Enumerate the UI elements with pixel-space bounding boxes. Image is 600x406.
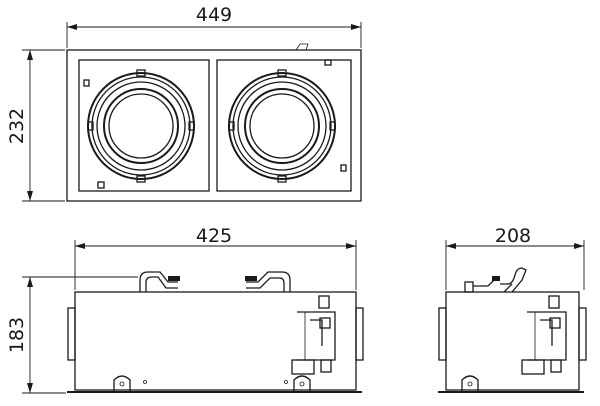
side-right-tab [578,307,587,361]
dim-label-183: 183 [6,317,28,353]
dim-label-425: 425 [196,225,232,247]
dimension-232: 232 [6,49,65,202]
front-spring-left [139,271,180,292]
side-ear [461,375,479,392]
side-spring [464,267,527,293]
front-driver-bracket [291,295,336,375]
top-view-left-cell [78,59,210,192]
front-left-tab [67,307,76,361]
top-view-clip [295,43,309,51]
dimension-425: 425 [74,225,357,290]
dimension-183: 183 [6,276,138,394]
side-view: 208 [438,225,587,393]
front-right-tab [355,307,364,361]
dimension-449: 449 [66,4,362,48]
front-view: 425 183 [6,225,364,394]
dim-label-449: 449 [196,4,232,26]
dim-label-232: 232 [6,108,28,144]
left-lamp-ring [83,69,195,189]
front-ear-left [113,375,131,392]
front-spring-right [245,271,291,292]
front-ear-right [293,375,311,392]
front-view-body [74,291,357,391]
side-left-tab [438,307,447,361]
top-view-outer-frame [66,49,362,202]
side-driver-bracket [521,295,567,375]
top-view: 449 232 [6,4,362,202]
dimension-208: 208 [445,225,585,290]
top-view-right-cell [216,59,352,192]
right-lamp-ring [228,59,347,183]
dim-label-208: 208 [495,225,531,247]
